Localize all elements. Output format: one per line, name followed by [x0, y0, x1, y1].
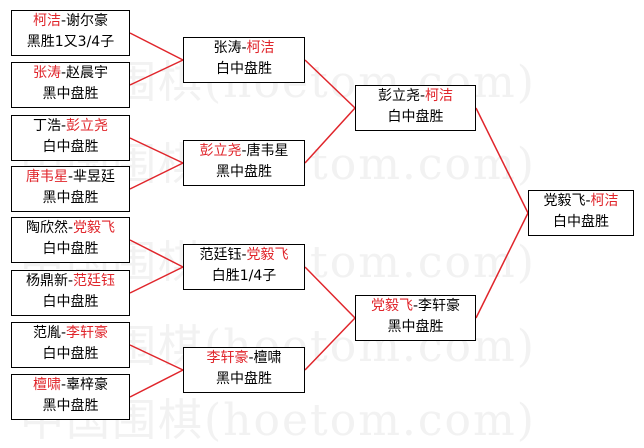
- bracket-connectors: [129, 32, 529, 398]
- matchup: 丁浩-彭立尧: [32, 118, 109, 134]
- connector-line: [475, 107, 529, 214]
- player-winner: 彭立尧: [199, 143, 242, 159]
- player-winner: 党毅飞: [73, 220, 116, 236]
- player-loser: 范胤: [32, 325, 61, 341]
- match-result: 白中盘胜: [42, 346, 99, 362]
- connector-line: [129, 344, 184, 371]
- connector-line: [304, 59, 356, 109]
- connector-line: [129, 59, 184, 86]
- match-result: 黑中盘胜: [42, 398, 99, 414]
- matchup: 唐韦星-芈昱廷: [25, 169, 116, 185]
- match-box-round3[interactable]: 党毅飞-李轩豪 黑中盘胜: [355, 295, 476, 341]
- match-box-round1[interactable]: 檀啸-辜梓豪 黑中盘胜: [11, 374, 130, 420]
- match-box-final[interactable]: 党毅飞-柯洁 白中盘胜: [528, 190, 634, 236]
- player-winner: 张涛: [32, 65, 61, 81]
- player-loser: 谢尔豪: [66, 13, 109, 29]
- match-box-round1[interactable]: 杨鼎新-范廷钰 白中盘胜: [11, 270, 130, 316]
- matchup: 檀啸-辜梓豪: [32, 377, 109, 393]
- connector-line: [304, 317, 356, 371]
- player-loser: 陶欣然: [25, 220, 68, 236]
- matchup: 张涛-赵晨宇: [32, 65, 109, 81]
- player-winner: 李轩豪: [206, 350, 249, 366]
- connector-line: [304, 266, 356, 319]
- match-result: 白胜1/4子: [211, 268, 277, 284]
- match-result: 黑中盘胜: [387, 319, 444, 335]
- connector-line: [129, 239, 184, 268]
- match-result: 白中盘胜: [42, 241, 99, 257]
- match-box-round1[interactable]: 范胤-李轩豪 白中盘胜: [11, 322, 130, 368]
- connector-line: [129, 369, 184, 398]
- matchup: 党毅飞-柯洁: [543, 193, 619, 209]
- connector-line: [129, 162, 184, 190]
- match-result: 黑中盘胜: [42, 190, 99, 206]
- matchup: 彭立尧-柯洁: [377, 88, 454, 104]
- player-loser: 李轩豪: [418, 298, 461, 314]
- player-loser: 彭立尧: [377, 88, 420, 104]
- player-loser: 檀啸: [253, 350, 282, 366]
- player-loser: 芈昱廷: [73, 169, 116, 185]
- match-box-round2[interactable]: 李轩豪-檀啸 黑中盘胜: [183, 347, 305, 393]
- match-result: 黑中盘胜: [216, 371, 272, 387]
- player-loser: 范廷钰: [199, 247, 242, 263]
- connector-line: [129, 32, 184, 61]
- match-result: 黑中盘胜: [42, 86, 99, 102]
- matchup: 柯洁-谢尔豪: [32, 13, 109, 29]
- match-box-round2[interactable]: 范廷钰-党毅飞 白胜1/4子: [183, 244, 305, 290]
- match-result: 白中盘胜: [42, 294, 99, 310]
- player-winner: 彭立尧: [66, 118, 109, 134]
- matchup: 张涛-柯洁: [213, 40, 275, 56]
- connector-line: [475, 212, 529, 319]
- match-result: 黑胜1又3/4子: [26, 34, 115, 50]
- player-loser: 辜梓豪: [66, 377, 109, 393]
- match-result: 白中盘胜: [42, 139, 99, 155]
- match-box-round1[interactable]: 柯洁-谢尔豪 黑胜1又3/4子: [11, 10, 130, 56]
- player-winner: 柯洁: [425, 88, 454, 104]
- matchup: 党毅飞-李轩豪: [370, 298, 461, 314]
- player-winner: 柯洁: [590, 193, 619, 209]
- match-box-round1[interactable]: 张涛-赵晨宇 黑中盘胜: [11, 62, 130, 108]
- match-box-round2[interactable]: 彭立尧-唐韦星 黑中盘胜: [183, 140, 305, 186]
- match-box-round1[interactable]: 丁浩-彭立尧 白中盘胜: [11, 115, 130, 161]
- player-winner: 范廷钰: [73, 273, 116, 289]
- match-box-round1[interactable]: 唐韦星-芈昱廷 黑中盘胜: [11, 166, 130, 212]
- connector-line: [304, 107, 356, 164]
- player-winner: 柯洁: [32, 13, 61, 29]
- player-loser: 赵晨宇: [66, 65, 109, 81]
- matchup: 彭立尧-唐韦星: [199, 143, 289, 159]
- match-box-round2[interactable]: 张涛-柯洁 白中盘胜: [183, 37, 305, 83]
- match-box-round1[interactable]: 陶欣然-党毅飞 白中盘胜: [11, 217, 130, 263]
- matchup: 范胤-李轩豪: [32, 325, 109, 341]
- player-winner: 唐韦星: [25, 169, 68, 185]
- player-winner: 檀啸: [32, 377, 61, 393]
- match-box-round3[interactable]: 彭立尧-柯洁 白中盘胜: [355, 85, 476, 131]
- matchup: 杨鼎新-范廷钰: [25, 273, 116, 289]
- player-winner: 柯洁: [246, 40, 275, 56]
- player-loser: 张涛: [213, 40, 242, 56]
- matchup: 李轩豪-檀啸: [206, 350, 282, 366]
- match-result: 白中盘胜: [553, 214, 609, 230]
- player-loser: 杨鼎新: [25, 273, 68, 289]
- player-loser: 党毅飞: [543, 193, 586, 209]
- player-loser: 丁浩: [32, 118, 61, 134]
- player-winner: 党毅飞: [246, 247, 289, 263]
- connector-line: [129, 137, 184, 164]
- match-result: 白中盘胜: [387, 109, 444, 125]
- player-winner: 党毅飞: [370, 298, 413, 314]
- matchup: 范廷钰-党毅飞: [199, 247, 289, 263]
- player-loser: 唐韦星: [246, 143, 289, 159]
- matchup: 陶欣然-党毅飞: [25, 220, 116, 236]
- player-winner: 李轩豪: [66, 325, 109, 341]
- match-result: 白中盘胜: [216, 61, 272, 77]
- match-result: 黑中盘胜: [216, 164, 272, 180]
- connector-line: [129, 266, 184, 294]
